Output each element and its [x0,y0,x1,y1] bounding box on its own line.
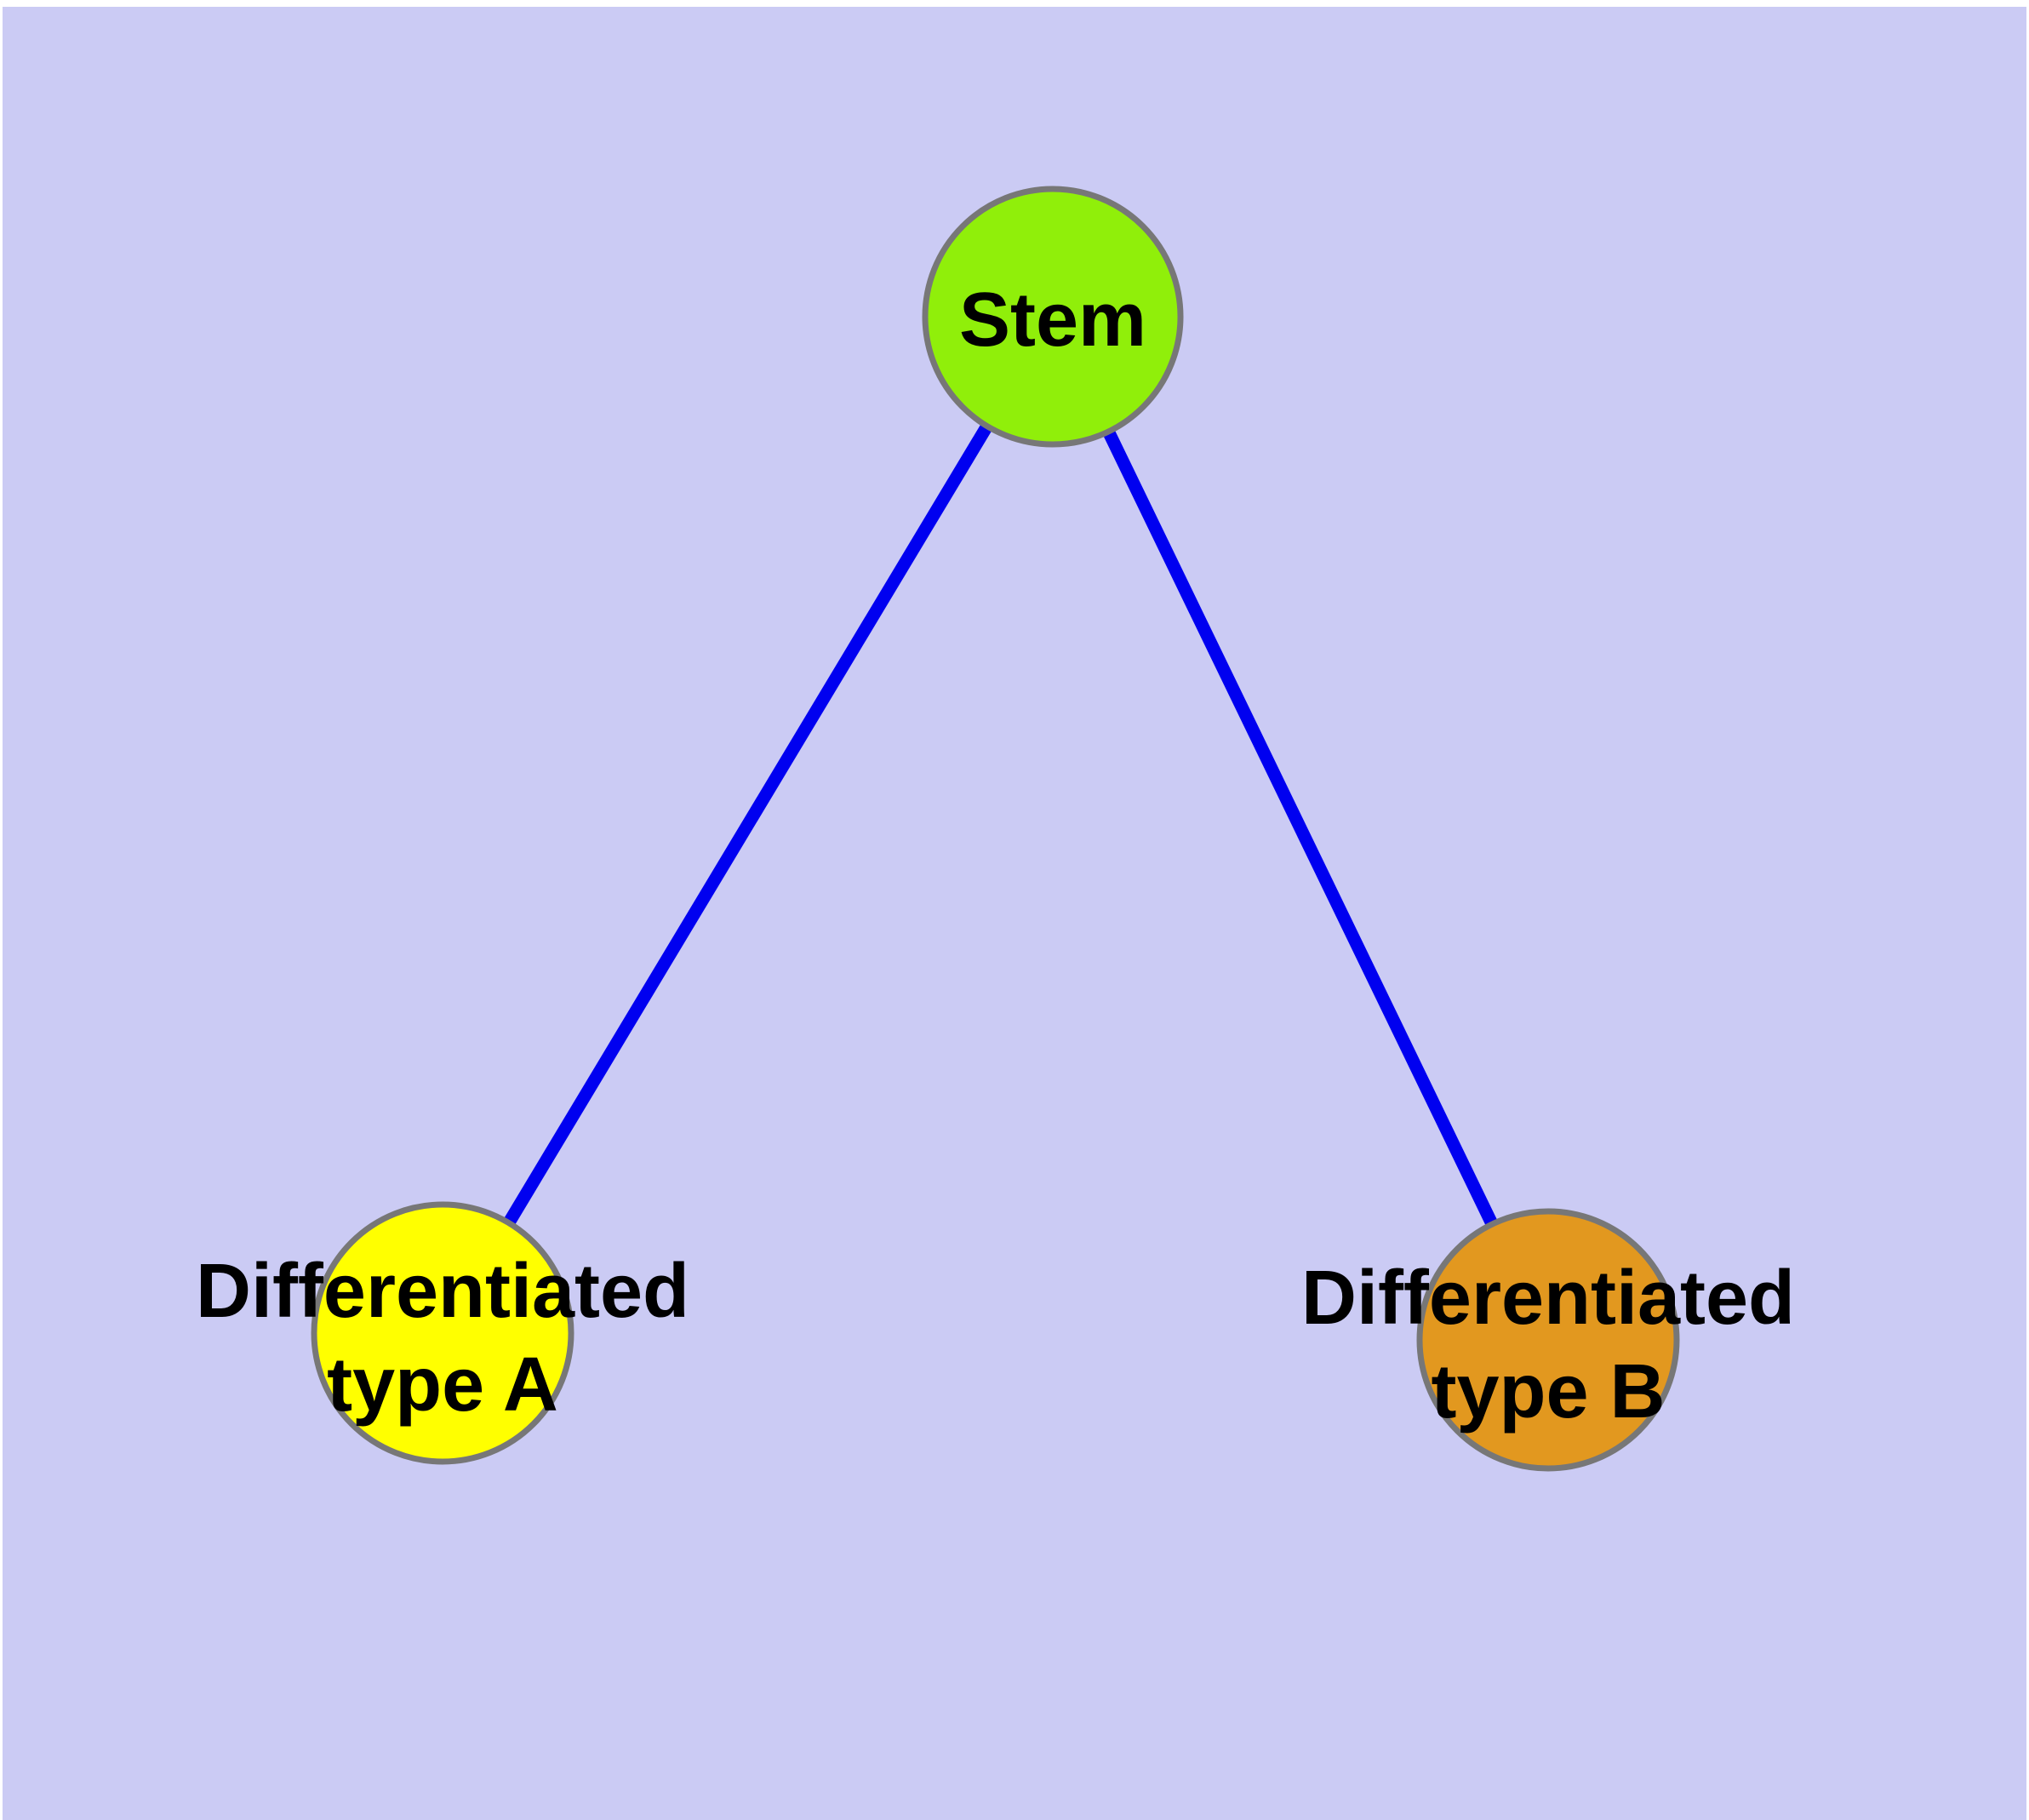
edge-stem-to-type-b [1047,313,1554,1343]
node-type-a-label-line2: type A [327,1342,558,1428]
node-type-b-circle [1416,1208,1680,1472]
node-type-b-label-line1: Differentiated [1301,1256,1795,1341]
node-type-b-label-line2: type B [1431,1349,1665,1434]
node-differentiated-type-a: Differentiated type A [196,1201,689,1465]
edge-stem-to-type-a [437,313,1059,1336]
node-differentiated-type-b: Differentiated type B [1301,1208,1795,1472]
node-type-a-label-line1: Differentiated [196,1249,689,1334]
node-type-a-circle [311,1201,574,1465]
node-stem-circle [922,186,1184,448]
node-stem: Stem [922,186,1184,448]
node-stem-label: Stem [959,278,1146,363]
